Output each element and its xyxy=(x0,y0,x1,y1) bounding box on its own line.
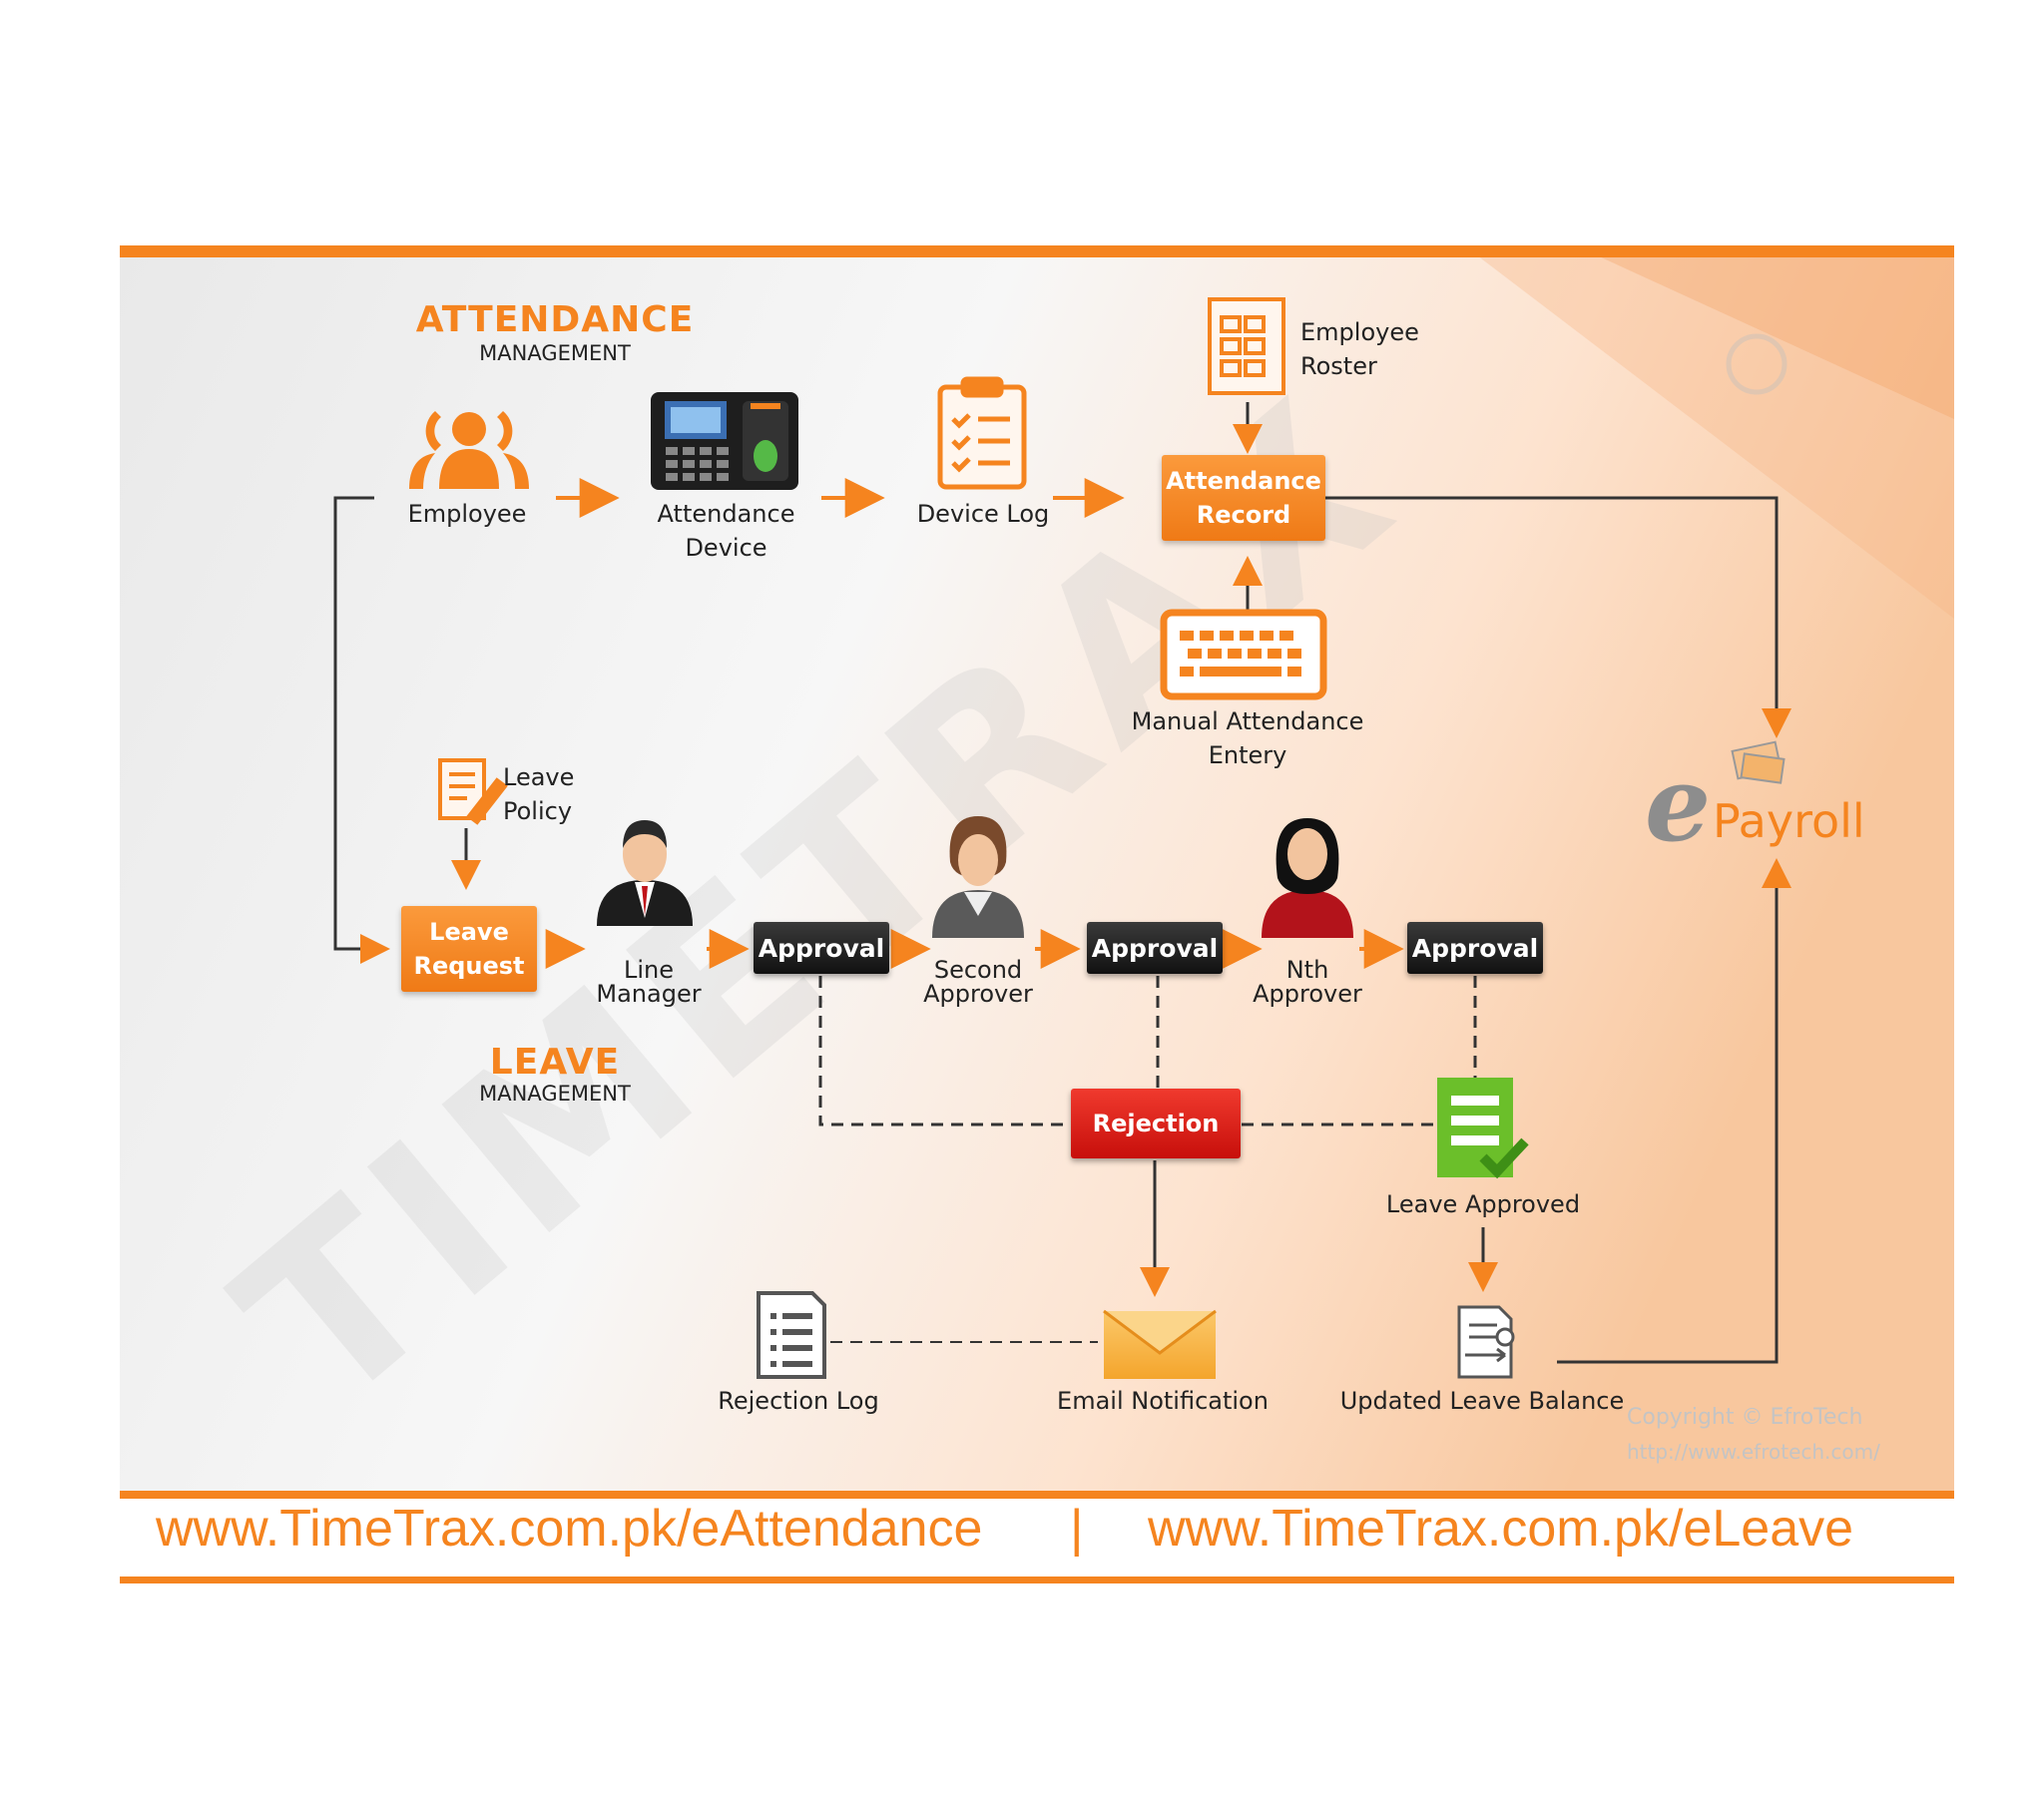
leave-request-box: Leave Request xyxy=(401,906,537,992)
dashed-approval1-rejection xyxy=(818,976,1071,1127)
copyright-text: Copyright © EfroTech http://www.efrotech… xyxy=(1627,1401,1946,1469)
top-orange-bar xyxy=(120,245,1954,257)
arrow-balance-payroll xyxy=(1557,858,1791,1364)
attendance-device-icon xyxy=(651,392,798,490)
email-notification-label: Email Notification xyxy=(1057,1387,1269,1415)
employee-group-icon xyxy=(409,411,529,489)
arrow-record-payroll xyxy=(1325,496,1791,738)
rejection-log-label: Rejection Log xyxy=(718,1387,879,1415)
leave-approved-icon xyxy=(1437,1078,1529,1179)
email-envelope-icon xyxy=(1103,1309,1217,1379)
employee-roster-label: Employee Roster xyxy=(1300,318,1419,380)
leave-policy-icon xyxy=(438,758,508,825)
attendance-section-subtitle: MANAGEMENT xyxy=(479,341,631,365)
epayroll-logo-e: e xyxy=(1645,742,1712,865)
rejection-log-icon xyxy=(757,1291,826,1379)
leave-section-subtitle: MANAGEMENT xyxy=(479,1082,631,1106)
leave-approved-label: Leave Approved xyxy=(1385,1190,1581,1218)
footer-separator: | xyxy=(1070,1500,1084,1558)
leave-balance-icon xyxy=(1457,1305,1515,1379)
employee-label: Employee xyxy=(407,500,527,528)
arrow-employee-leave-request xyxy=(333,496,390,964)
approval-box-3: Approval xyxy=(1407,922,1543,974)
keyboard-icon xyxy=(1160,609,1327,700)
updated-leave-balance-label: Updated Leave Balance xyxy=(1339,1387,1625,1415)
nth-approver-label: Nth Approver xyxy=(1253,956,1362,1008)
copyright-line: Copyright © EfroTech xyxy=(1627,1405,1863,1430)
attendance-record-box: Attendance Record xyxy=(1162,455,1325,541)
manual-attendance-label: Manual Attendance Entery xyxy=(1131,707,1364,769)
leave-section-title: LEAVE xyxy=(489,1042,621,1083)
second-approver-person-icon xyxy=(932,816,1024,938)
device-log-label: Device Log xyxy=(916,500,1050,528)
attendance-section-title: ATTENDANCE xyxy=(415,299,695,340)
rejection-box: Rejection xyxy=(1071,1089,1241,1158)
epayroll-logo: e Payroll xyxy=(1645,742,1884,865)
line-manager-person-icon xyxy=(597,820,693,926)
copyright-url: http://www.efrotech.com/ xyxy=(1627,1440,1880,1464)
epayroll-stack-icon xyxy=(1731,740,1786,784)
footer-link-eattendance[interactable]: www.TimeTrax.com.pk/eAttendance xyxy=(156,1500,983,1558)
epayroll-logo-text: Payroll xyxy=(1713,794,1865,848)
line-manager-label: Line Manager xyxy=(596,956,702,1008)
roster-icon xyxy=(1208,297,1285,395)
approval-box-1: Approval xyxy=(754,922,889,974)
nth-approver-person-icon xyxy=(1262,818,1353,938)
second-approver-label: Second Approver xyxy=(923,956,1033,1008)
clipboard-icon xyxy=(937,376,1027,490)
attendance-device-label: Attendance Device xyxy=(657,500,795,562)
footer-top-bar xyxy=(120,1491,1954,1499)
footer-bottom-bar xyxy=(120,1577,1954,1583)
registered-mark-icon xyxy=(1726,333,1788,395)
approval-box-2: Approval xyxy=(1087,922,1223,974)
footer-link-eleave[interactable]: www.TimeTrax.com.pk/eLeave xyxy=(1148,1500,1854,1558)
leave-policy-label: Leave Policy xyxy=(503,763,575,825)
